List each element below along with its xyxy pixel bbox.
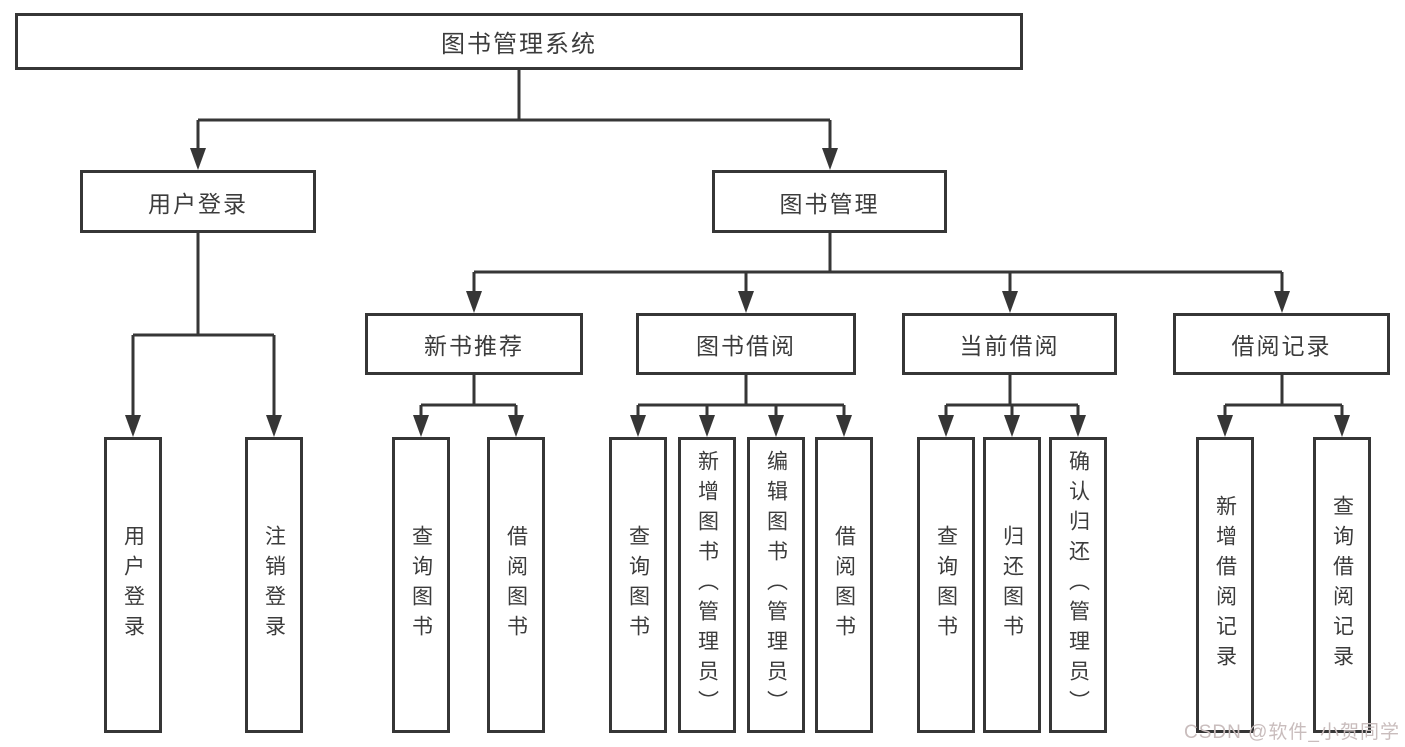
leaf-add-borrow-record: 新增借阅记录 xyxy=(1196,437,1254,733)
leaf-label: 借阅图书 xyxy=(504,525,528,645)
leaf-return-book: 归还图书 xyxy=(983,437,1041,733)
node-book-management: 图书管理 xyxy=(712,170,947,233)
leaf-query-books-recommend: 查询图书 xyxy=(392,437,450,733)
leaf-label: 新增借阅记录 xyxy=(1213,495,1237,675)
node-current-borrow: 当前借阅 xyxy=(902,313,1117,375)
node-label: 借阅记录 xyxy=(1231,333,1332,359)
leaf-label: 借阅图书 xyxy=(832,525,856,645)
leaf-query-borrow-record: 查询借阅记录 xyxy=(1313,437,1371,733)
leaf-user-login: 用户登录 xyxy=(104,437,162,733)
leaf-borrow-books: 借阅图书 xyxy=(815,437,873,733)
leaf-edit-book-admin: 编辑图书（管理员） xyxy=(747,437,805,733)
leaf-label: 查询借阅记录 xyxy=(1330,495,1354,675)
leaf-label: 查询图书 xyxy=(626,525,650,645)
node-label: 图书借阅 xyxy=(696,333,796,359)
node-label: 新书推荐 xyxy=(424,333,524,359)
csdn-watermark: CSDN @软件_小贺同学 xyxy=(1184,722,1400,743)
node-label: 用户登录 xyxy=(148,190,248,217)
leaf-borrow-books-recommend: 借阅图书 xyxy=(487,437,545,733)
leaf-label: 注销登录 xyxy=(262,525,286,645)
leaf-add-book-admin: 新增图书（管理员） xyxy=(678,437,736,733)
node-label: 图书管理系统 xyxy=(441,31,597,58)
leaf-label: 查询图书 xyxy=(934,525,958,645)
leaf-label: 查询图书 xyxy=(409,525,433,645)
node-label: 当前借阅 xyxy=(959,333,1060,359)
node-user-login: 用户登录 xyxy=(80,170,316,233)
node-borrow-records: 借阅记录 xyxy=(1173,313,1390,375)
node-book-borrow: 图书借阅 xyxy=(636,313,856,375)
arrowheads xyxy=(125,148,1350,437)
node-library-management-system: 图书管理系统 xyxy=(15,13,1023,70)
node-new-book-recommend: 新书推荐 xyxy=(365,313,583,375)
node-label: 图书管理 xyxy=(779,190,880,217)
leaf-label: 归还图书 xyxy=(1000,525,1024,645)
leaf-label: 用户登录 xyxy=(121,525,145,645)
leaf-label: 编辑图书（管理员） xyxy=(764,450,788,720)
leaf-query-books-current: 查询图书 xyxy=(917,437,975,733)
leaf-label: 确认归还（管理员） xyxy=(1066,450,1090,720)
leaf-confirm-return-admin: 确认归还（管理员） xyxy=(1049,437,1107,733)
leaf-logout: 注销登录 xyxy=(245,437,303,733)
leaf-label: 新增图书（管理员） xyxy=(695,450,719,720)
leaf-query-books-borrow: 查询图书 xyxy=(609,437,667,733)
